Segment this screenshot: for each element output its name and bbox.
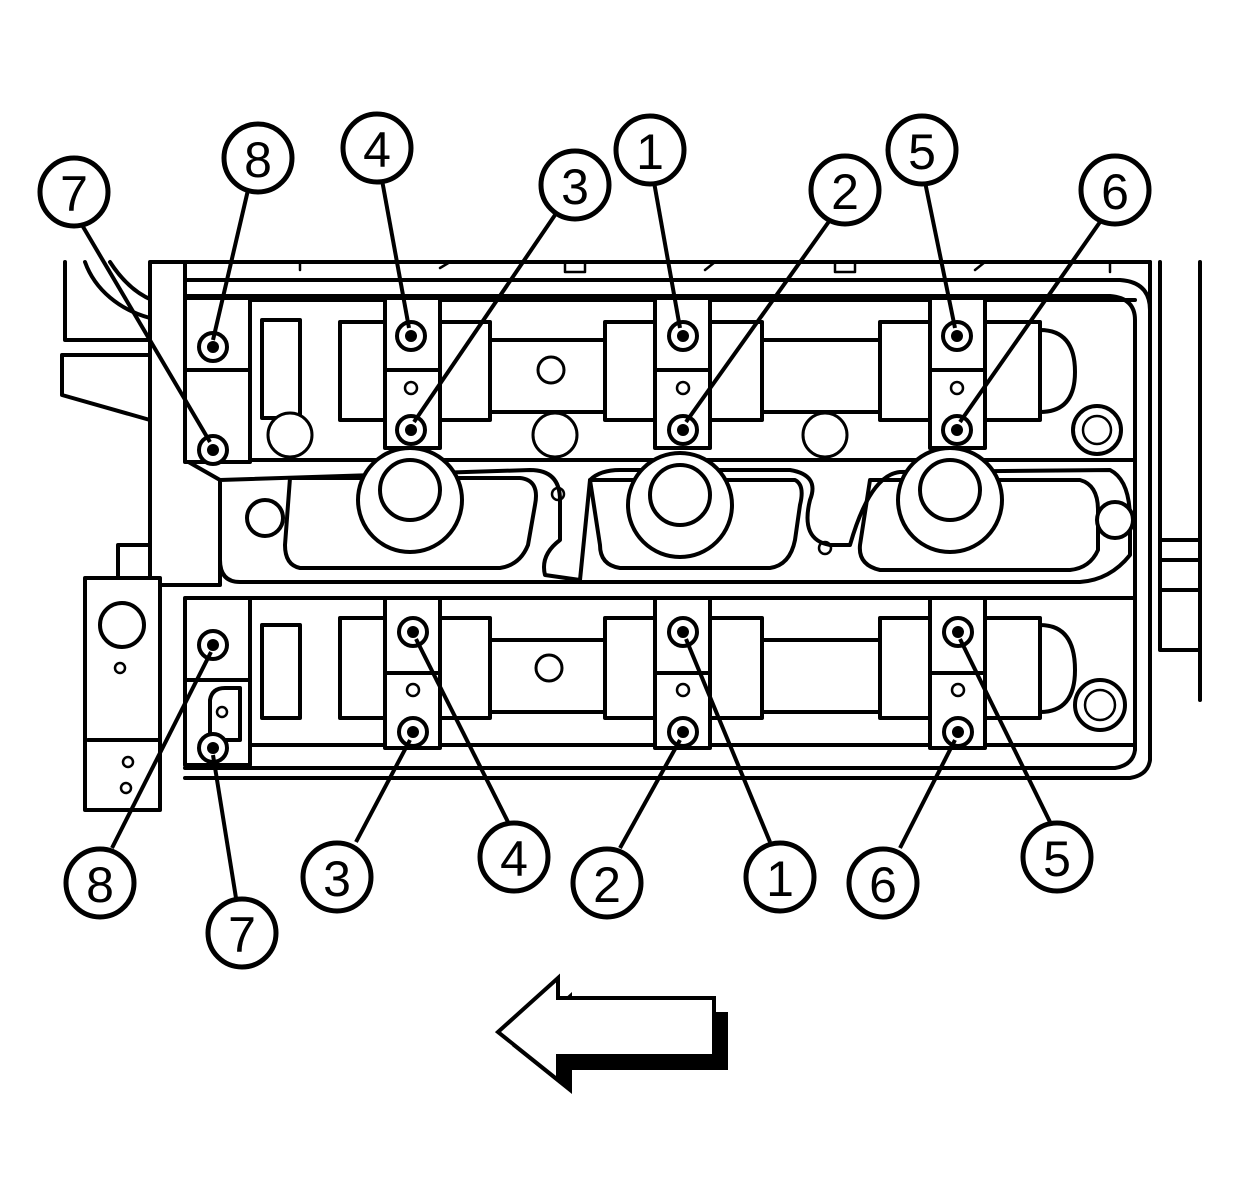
svg-text:3: 3 (323, 851, 351, 907)
svg-text:5: 5 (1043, 831, 1071, 887)
callout-top-7: 7 (37, 155, 111, 229)
cylinder-head-outline (150, 260, 1202, 780)
svg-text:8: 8 (86, 857, 114, 913)
callouts-top: 8 7 4 3 1 2 5 6 (37, 111, 1152, 229)
center-valley-area (218, 446, 1135, 584)
svg-text:4: 4 (363, 122, 391, 178)
svg-text:4: 4 (500, 831, 528, 887)
svg-text:7: 7 (60, 166, 88, 222)
callout-bottom-1: 1 (743, 840, 817, 914)
svg-text:1: 1 (636, 124, 664, 180)
callout-top-6: 6 (1078, 153, 1152, 227)
callout-top-2: 2 (808, 153, 882, 227)
callout-bottom-2: 2 (570, 846, 644, 920)
direction-arrow-left-icon (494, 973, 728, 1094)
leader-lines (80, 179, 1102, 899)
svg-text:5: 5 (908, 124, 936, 180)
svg-text:7: 7 (228, 907, 256, 963)
svg-text:8: 8 (244, 132, 272, 188)
svg-text:2: 2 (593, 857, 621, 913)
callouts-bottom: 8 7 3 4 2 1 6 5 (63, 820, 1094, 970)
callout-top-1: 1 (613, 113, 687, 187)
callout-bottom-5: 5 (1020, 820, 1094, 894)
callout-bottom-4: 4 (477, 820, 551, 894)
svg-text:3: 3 (561, 159, 589, 215)
callout-top-8: 8 (221, 121, 295, 195)
callout-top-5: 5 (885, 113, 959, 187)
svg-text:1: 1 (766, 851, 794, 907)
svg-text:6: 6 (869, 857, 897, 913)
callout-bottom-6: 6 (846, 846, 920, 920)
callout-top-4: 4 (340, 111, 414, 185)
callout-bottom-8: 8 (63, 846, 137, 920)
callout-top-3: 3 (538, 148, 612, 222)
callout-bottom-3: 3 (300, 840, 374, 914)
svg-text:2: 2 (831, 164, 859, 220)
cam-cap-bolts (197, 320, 974, 764)
lower-camshaft-row (183, 596, 1137, 767)
upper-camshaft-row (183, 296, 1137, 464)
callout-bottom-7: 7 (205, 896, 279, 970)
svg-text:6: 6 (1101, 164, 1129, 220)
